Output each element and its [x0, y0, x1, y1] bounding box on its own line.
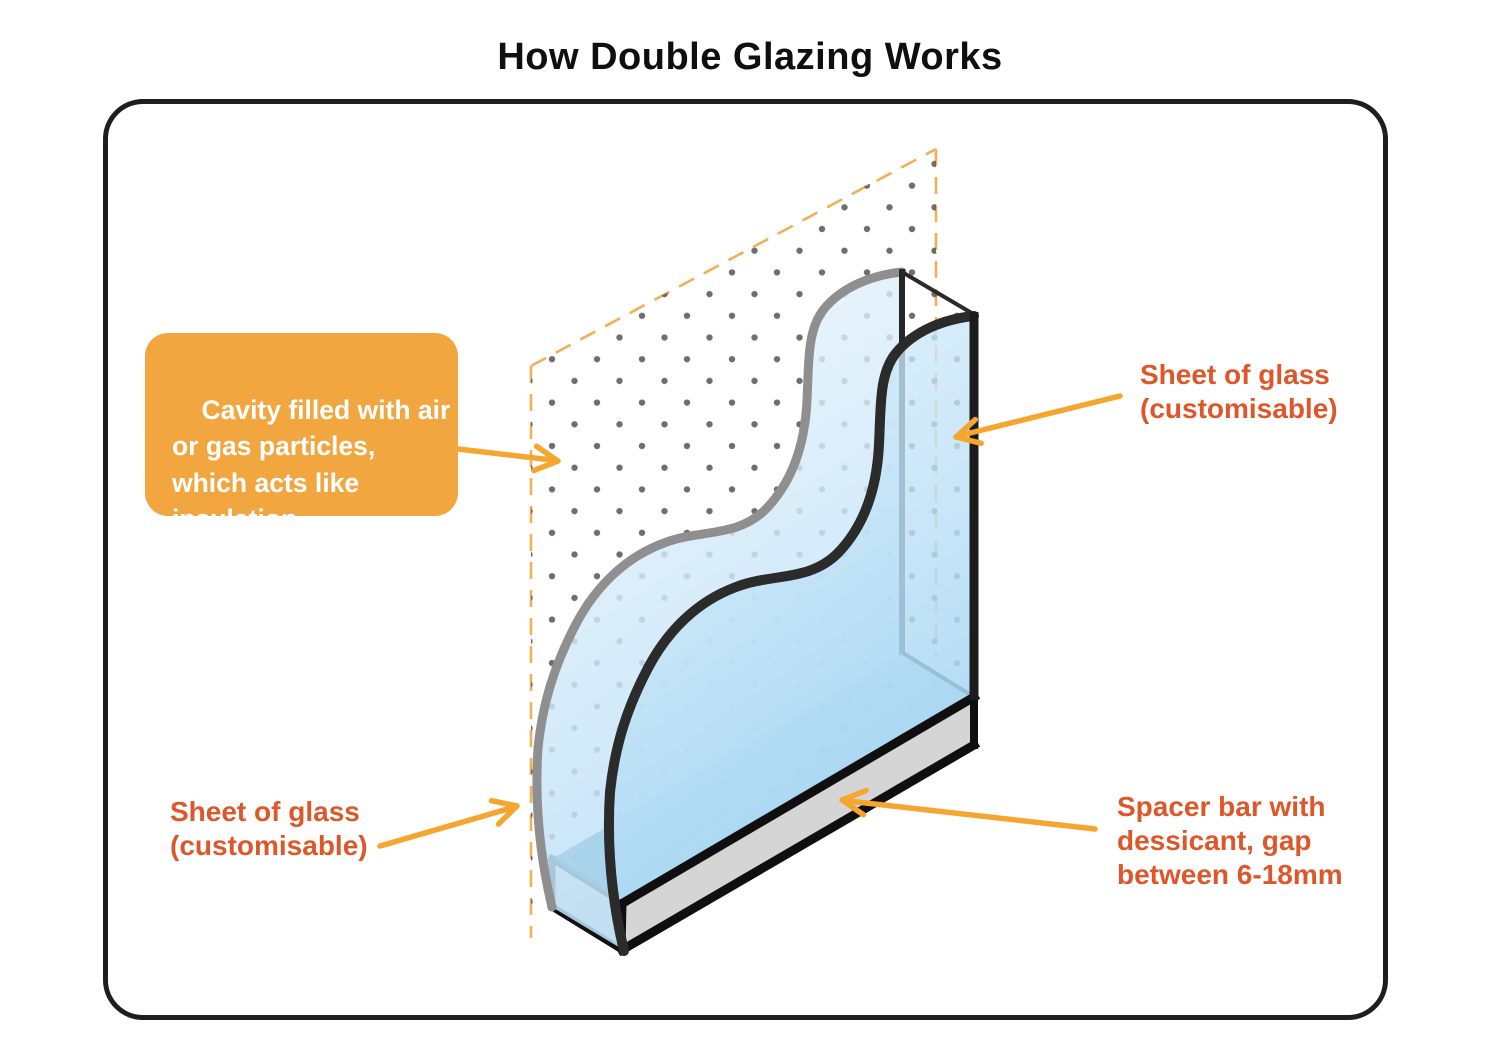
label-sheet-of-glass-left: Sheet of glass (customisable): [170, 796, 368, 861]
label-spacer-bar: Spacer bar with dessicant, gap between 6…: [1117, 791, 1343, 890]
callout-text: Cavity filled with air or gas particles,…: [172, 394, 451, 535]
callout-box: Cavity filled with air or gas particles,…: [145, 333, 458, 534]
label-sheet-of-glass-right: Sheet of glass (customisable): [1140, 359, 1338, 424]
page-title: How Double Glazing Works: [497, 36, 1003, 78]
